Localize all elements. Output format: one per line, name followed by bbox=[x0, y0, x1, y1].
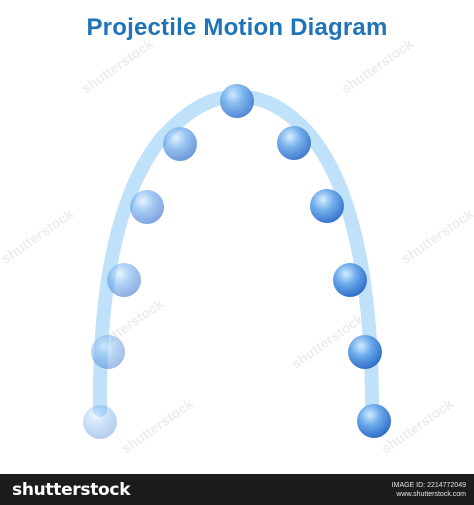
ball-8 bbox=[310, 189, 344, 223]
ball-7 bbox=[277, 126, 311, 160]
watermark-text: shutterstock bbox=[0, 205, 76, 266]
projectile-diagram: shutterstock shutterstock shutterstock shut… bbox=[0, 35, 474, 456]
watermark-text: shutterstock bbox=[78, 35, 156, 96]
trajectory-path bbox=[92, 89, 379, 417]
ball-3 bbox=[107, 263, 141, 297]
watermark-text: shutterstock bbox=[398, 205, 474, 266]
footer-bar: shutterstock IMAGE ID: 2214772049 www.sh… bbox=[0, 474, 474, 505]
watermark-text: shutterstock bbox=[338, 35, 416, 96]
ball-2 bbox=[91, 335, 125, 369]
ball-10 bbox=[348, 335, 382, 369]
watermark-text: shutterstock bbox=[118, 395, 196, 456]
footer-site[interactable]: www.shutterstock.com bbox=[396, 490, 466, 498]
ball-1 bbox=[83, 405, 117, 439]
ball-layer bbox=[83, 84, 391, 439]
ball-5 bbox=[163, 127, 197, 161]
diagram-title: Projectile Motion Diagram bbox=[86, 14, 388, 41]
ball-4 bbox=[130, 190, 164, 224]
ball-9 bbox=[333, 263, 367, 297]
footer-meta: IMAGE ID: 2214772049 www.shutterstock.co… bbox=[392, 481, 466, 499]
ball-11 bbox=[357, 404, 391, 438]
footer-brand[interactable]: shutterstock bbox=[12, 479, 131, 500]
footer-image-id: IMAGE ID: 2214772049 bbox=[391, 481, 466, 489]
ball-6 bbox=[220, 84, 254, 118]
